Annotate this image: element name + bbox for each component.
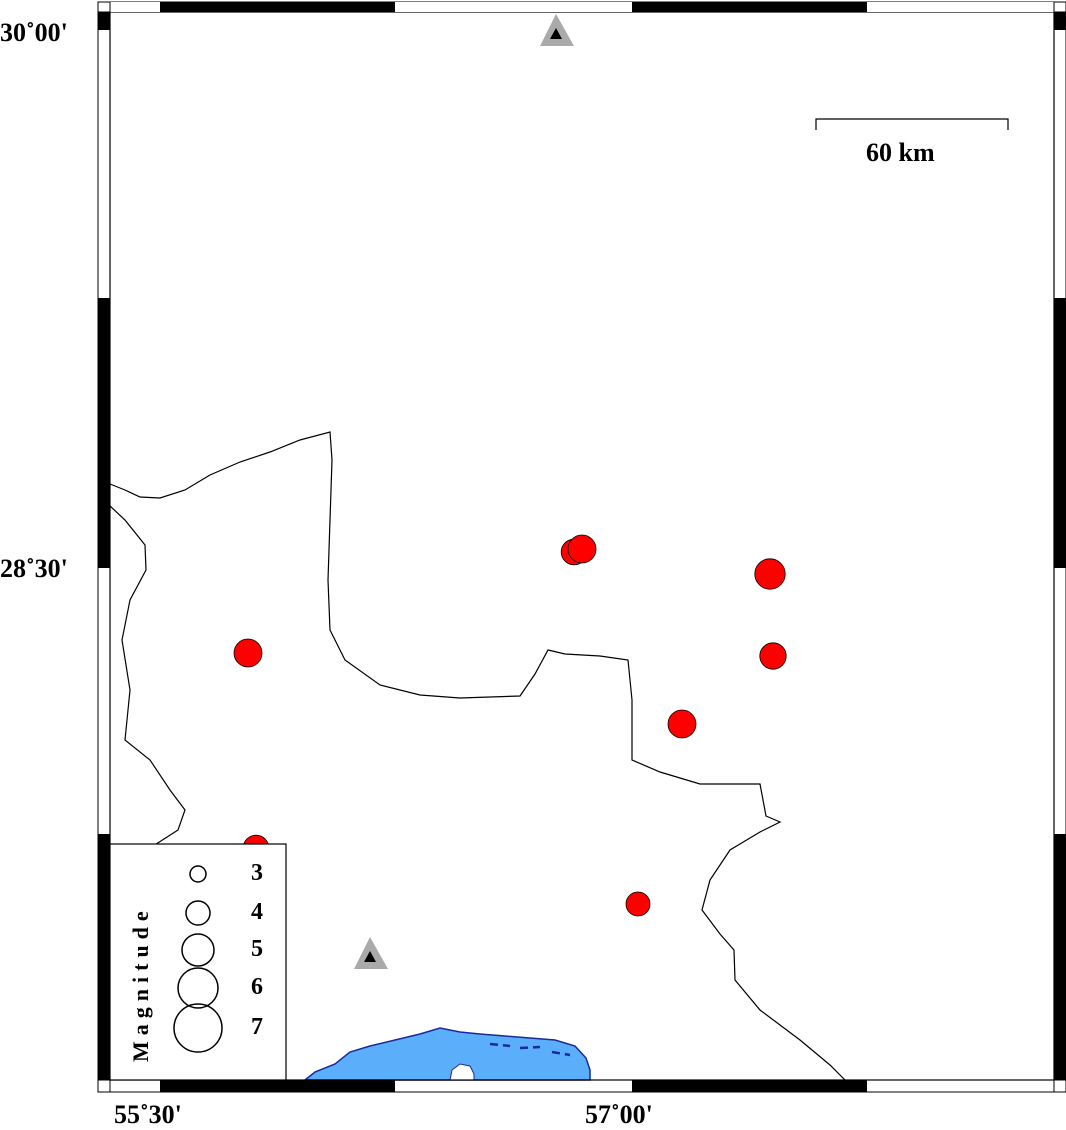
- legend-circle-4: [185, 900, 211, 926]
- event-5: [759, 642, 787, 670]
- scale-bar-label: 60 km: [866, 138, 935, 167]
- legend-circle-3: [189, 865, 207, 883]
- station-north: [540, 14, 574, 46]
- station-south: [354, 937, 388, 969]
- legend-label-4: 4: [251, 899, 263, 925]
- sea-water: [302, 1027, 591, 1081]
- legend-circle-6: [177, 967, 219, 1009]
- legend-label-5: 5: [251, 936, 263, 962]
- map-frame: [97, 1, 1066, 1093]
- scale-bar: [815, 118, 1009, 130]
- event-4: [233, 638, 263, 668]
- lon-label-left: 55˚30': [114, 1100, 182, 1129]
- legend-circle-5: [181, 933, 215, 967]
- event-3: [754, 558, 786, 590]
- lon-label-mid: 57˚00': [585, 1100, 653, 1129]
- event-2: [567, 534, 597, 564]
- coastal-shoal-dashes: [489, 1042, 571, 1057]
- event-6: [667, 709, 697, 739]
- province-boundary-1: [109, 431, 846, 1081]
- legend-title: Magnitude: [128, 905, 153, 1062]
- province-boundary-2: [109, 505, 186, 849]
- legend-label-3: 3: [251, 860, 263, 886]
- lat-label-mid: 28˚30': [0, 554, 68, 583]
- legend-symbols: [173, 865, 223, 1053]
- event-7: [625, 891, 651, 917]
- legend-label-7: 7: [251, 1014, 263, 1040]
- legend-label-6: 6: [251, 974, 263, 1000]
- legend-box: [109, 843, 287, 1081]
- lat-label-top: 30˚00': [0, 18, 68, 47]
- legend-circle-7: [173, 1003, 223, 1053]
